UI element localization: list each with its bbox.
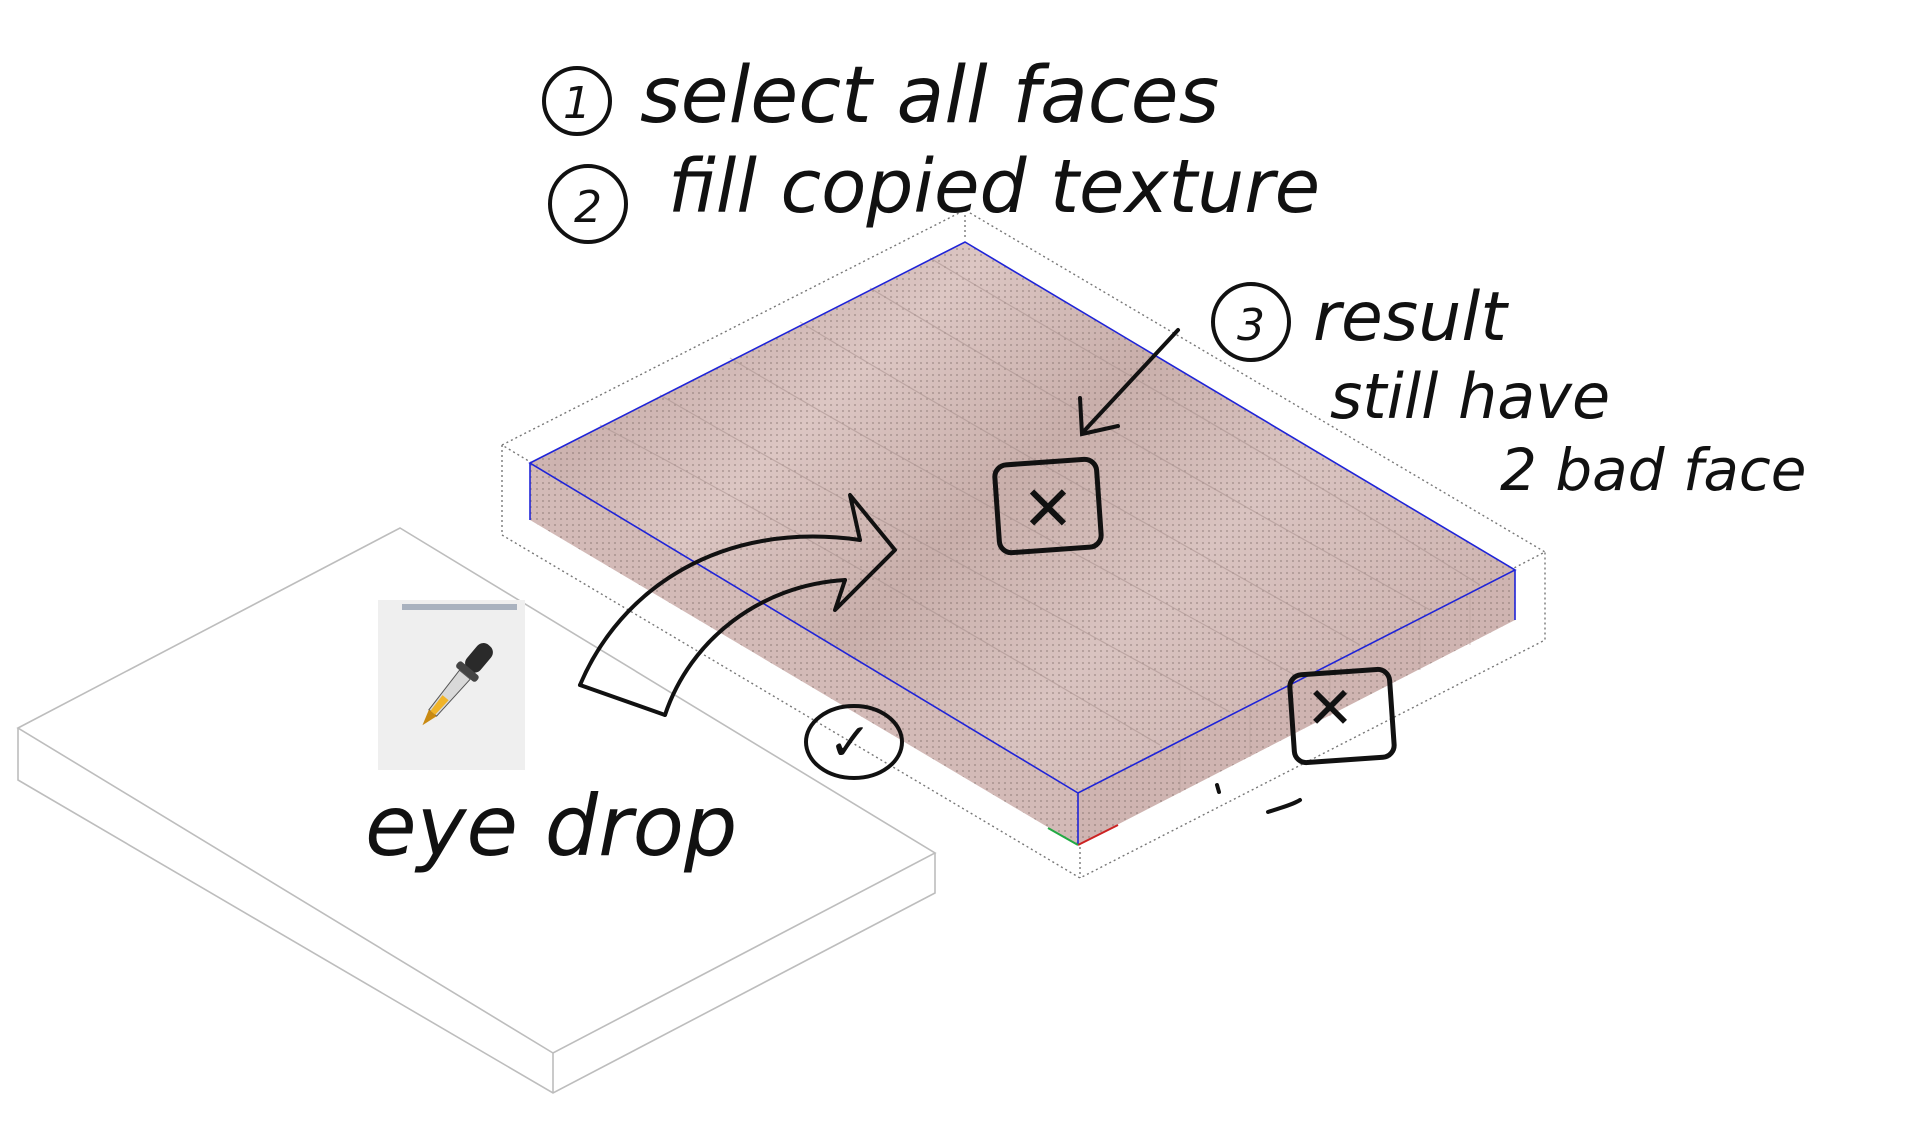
cross-mark-top: ✕	[1022, 472, 1074, 545]
transfer-arrow	[578, 493, 897, 717]
eyedrop-label: eye drop	[365, 777, 737, 875]
step-3-line-1: result	[1313, 278, 1509, 357]
check-mark: ✓	[828, 713, 872, 773]
step-3-number: 3	[1237, 300, 1265, 351]
step-2-text: fill copied texture	[668, 144, 1320, 230]
eyedropper-tool-panel[interactable]	[378, 600, 525, 770]
textured-slab	[528, 241, 1517, 846]
step-1-number: 1	[563, 78, 591, 129]
bad-face-mark-side: ✕	[1287, 666, 1397, 766]
step-2-number: 2	[574, 182, 602, 233]
step-3-line-3: 2 bad face	[1500, 436, 1806, 504]
step-1: 1 select all faces	[542, 51, 1219, 141]
good-face-mark: ✓	[804, 704, 904, 780]
cross-mark-side: ✕	[1306, 674, 1355, 742]
result-arrow	[1078, 328, 1180, 437]
ghost-slab	[16, 527, 937, 1094]
step-3-line-2: still have	[1330, 360, 1610, 433]
bad-face-mark-top: ✕	[992, 456, 1104, 556]
step-1-text: select all faces	[640, 51, 1219, 141]
step-3: 3 result still have 2 bad face	[1211, 278, 1806, 504]
stray-marks	[1215, 783, 1302, 814]
eyedropper-icon	[422, 643, 493, 726]
step-2: 2 fill copied texture	[548, 144, 1320, 244]
